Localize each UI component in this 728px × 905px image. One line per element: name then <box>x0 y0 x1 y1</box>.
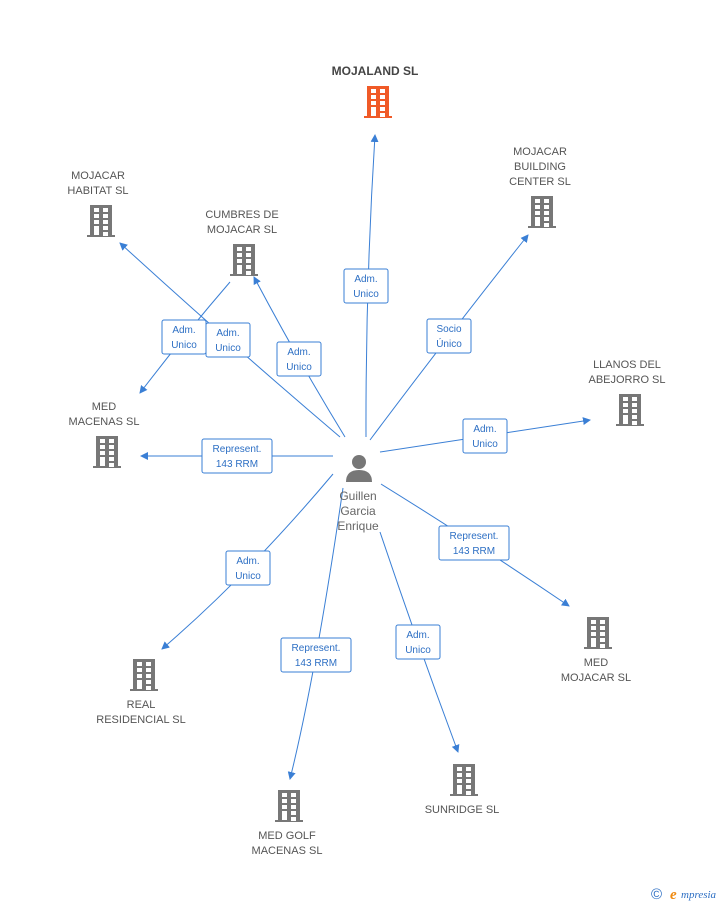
company-label: MACENAS SL <box>252 845 323 857</box>
badge-text: Represent. <box>450 531 499 542</box>
company-label: MOJACAR SL <box>207 224 277 236</box>
person-name-line: Garcia <box>340 504 376 518</box>
building-icon <box>87 205 115 237</box>
brand-name: mpresia <box>681 889 717 901</box>
badge-text: Unico <box>405 645 431 656</box>
badge-text: 143 RRM <box>216 459 258 470</box>
company-node-mojacar-building[interactable]: MOJACAR BUILDING CENTER SL <box>509 146 571 228</box>
brand-initial: e <box>670 887 677 903</box>
relation-badge[interactable]: Adm. Unico <box>395 624 441 660</box>
building-icon <box>364 86 392 118</box>
badge-text: Socio <box>436 324 461 335</box>
relation-badge[interactable]: Adm. Unico <box>343 268 389 304</box>
company-label: ABEJORRO SL <box>588 374 665 386</box>
badge-text: 143 RRM <box>295 658 337 669</box>
badge-box <box>395 624 441 660</box>
company-label: MED <box>584 657 609 669</box>
person-name-line: Guillen <box>339 489 376 503</box>
company-node-sunridge[interactable]: SUNRIDGE SL <box>425 764 500 816</box>
badge-text: Unico <box>171 340 197 351</box>
company-label: SUNRIDGE SL <box>425 804 500 816</box>
company-node-llanos[interactable]: LLANOS DEL ABEJORRO SL <box>588 359 666 426</box>
company-node-med-golf[interactable]: MED GOLF MACENAS SL <box>252 790 323 857</box>
company-label: CUMBRES DE <box>205 209 278 221</box>
badge-box <box>161 319 207 355</box>
badge-text: Represent. <box>292 643 341 654</box>
company-label: BUILDING <box>514 161 566 173</box>
building-icon <box>528 196 556 228</box>
company-node-mojaland[interactable]: MOJALAND SL <box>332 64 419 118</box>
badge-text: Único <box>436 337 462 350</box>
company-label: REAL <box>127 699 156 711</box>
relation-badge[interactable]: Adm. Unico <box>462 418 508 454</box>
building-icon <box>616 394 644 426</box>
badge-box <box>201 438 273 474</box>
person-icon <box>346 455 372 482</box>
relation-badge[interactable]: Adm. Unico <box>205 322 251 358</box>
company-label: MACENAS SL <box>69 416 140 428</box>
building-icon <box>130 659 158 691</box>
badge-box <box>225 550 271 586</box>
company-node-med-macenas[interactable]: MED MACENAS SL <box>69 401 140 468</box>
company-node-real-residencial[interactable]: REAL RESIDENCIAL SL <box>96 659 186 726</box>
badge-text: Adm. <box>287 347 310 358</box>
badge-text: Adm. <box>473 424 496 435</box>
relation-badges-layer: Adm.UnicoSocioÚnicoAdm.UnicoAdm.UnicoAdm… <box>161 268 510 673</box>
company-label: MOJACAR <box>513 146 567 158</box>
building-icon <box>450 764 478 796</box>
badge-box <box>438 525 510 561</box>
company-node-mojacar-habitat[interactable]: MOJACAR HABITAT SL <box>67 170 129 237</box>
company-label: MOJACAR <box>71 170 125 182</box>
company-label: MOJALAND SL <box>332 64 419 78</box>
badge-box <box>343 268 389 304</box>
relation-badge[interactable]: Adm. Unico <box>276 341 322 377</box>
badge-text: Unico <box>235 571 261 582</box>
badge-box <box>462 418 508 454</box>
badge-text: Unico <box>472 439 498 450</box>
copyright-symbol: © <box>651 886 662 903</box>
badge-text: Adm. <box>236 556 259 567</box>
badge-box <box>276 341 322 377</box>
badge-text: Unico <box>353 289 379 300</box>
relation-badge[interactable]: Represent. 143 RRM <box>280 637 352 673</box>
company-label: HABITAT SL <box>67 185 128 197</box>
badge-text: Unico <box>215 343 241 354</box>
relation-badge[interactable]: Adm. Unico <box>225 550 271 586</box>
company-label: LLANOS DEL <box>593 359 661 371</box>
badge-box <box>280 637 352 673</box>
building-icon <box>275 790 303 822</box>
company-node-cumbres[interactable]: CUMBRES DE MOJACAR SL <box>205 209 279 276</box>
person-name-line: Enrique <box>337 519 379 533</box>
company-node-med-mojacar[interactable]: MED MOJACAR SL <box>561 617 631 684</box>
badge-text: Unico <box>286 362 312 373</box>
badge-text: Represent. <box>213 444 262 455</box>
company-label: RESIDENCIAL SL <box>96 714 185 726</box>
edge-r-golf <box>287 487 344 780</box>
relation-badge[interactable]: Adm. Unico <box>161 319 207 355</box>
badge-text: Adm. <box>406 630 429 641</box>
badge-box <box>426 318 472 354</box>
company-label: MOJACAR SL <box>561 672 631 684</box>
relation-badge[interactable]: Represent. 143 RRM <box>201 438 273 474</box>
badge-text: Adm. <box>216 328 239 339</box>
relation-badge[interactable]: Represent. 143 RRM <box>438 525 510 561</box>
company-label: MED <box>92 401 117 413</box>
building-icon <box>230 244 258 276</box>
building-icon <box>584 617 612 649</box>
badge-text: 143 RRM <box>453 546 495 557</box>
company-label: MED GOLF <box>258 830 316 842</box>
company-label: CENTER SL <box>509 176 571 188</box>
badge-text: Adm. <box>354 274 377 285</box>
empresia-watermark: © e mpresia <box>651 886 717 903</box>
building-icon <box>93 436 121 468</box>
badge-text: Adm. <box>172 325 195 336</box>
